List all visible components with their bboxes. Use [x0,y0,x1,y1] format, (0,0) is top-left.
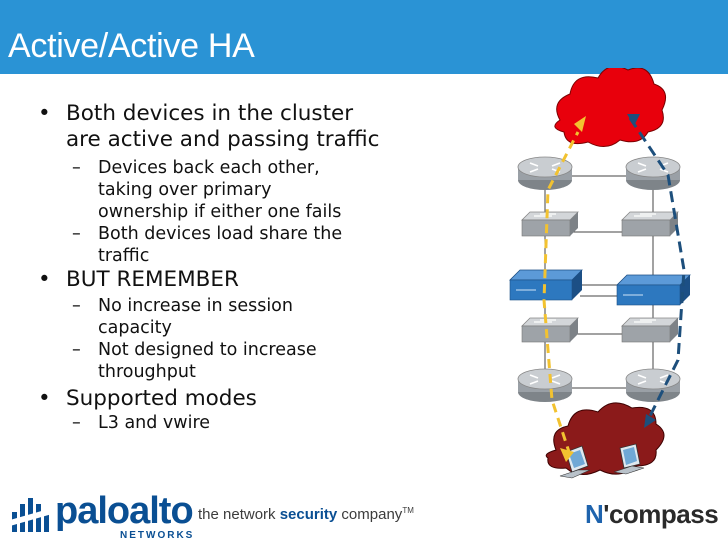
trademark-mark: TM [402,506,414,515]
switch-upper-right [621,211,679,237]
bullet-line: BUT REMEMBER [66,267,239,292]
traffic-arrow-right-top [627,114,640,126]
bullet-marker: • [38,101,51,126]
ncompass-n: N [585,499,604,529]
bullet-line: are active and passing traffic [66,127,380,152]
traffic-path-right [628,117,686,421]
bullet-line: traffic [98,246,150,266]
footer-bar: paloalto NETWORKS the network security c… [0,486,728,546]
bullet-line: throughput [98,362,196,382]
internet-cloud [554,68,667,147]
sub-bullet-item: –L3 and vwire [36,412,396,434]
router-bottom-right [625,368,681,402]
bullet-line: Both devices in the cluster [66,101,354,126]
bullet-line: taking over primary [98,180,272,200]
ncompass-rest: 'compass [603,499,719,529]
firewall-right [616,274,691,306]
switch-upper-left [521,211,579,237]
dash-marker: – [72,340,81,360]
dash-marker: – [72,224,81,244]
dash-marker: – [72,413,81,433]
sub-bullet-item: –Devices back each other,taking over pri… [36,157,396,223]
tagline-post: company [337,506,403,523]
ha-network-diagram [509,68,691,479]
bullet-marker: • [38,386,51,411]
bullet-item: • BUT REMEMBER [36,267,396,293]
bullet-line: Not designed to increase [98,340,317,360]
bullet-item: • Supported modes [36,386,396,412]
traffic-arrow-left-bottom [560,448,574,462]
paloalto-networks-label: NETWORKS [120,530,195,541]
bullet-line: capacity [98,318,172,338]
paloalto-logo-mark [10,498,52,532]
traffic-arrow-right-bottom [644,414,656,428]
dash-marker: – [72,158,81,178]
bullet-line: Devices back each other, [98,158,320,178]
router-bottom-left [517,368,573,402]
bullet-line: Both devices load share the [98,224,343,244]
traffic-arrow-left-top [574,116,586,132]
tagline-pre: the network [198,506,280,523]
title-bar: Active/Active HA [0,0,728,74]
bullet-line: ownership if either one fails [98,202,342,222]
switch-lower-right [621,317,679,343]
switch-lower-left [521,317,579,343]
slide-title: Active/Active HA [8,27,255,65]
paloalto-wordmark: paloalto [55,490,194,532]
bullet-line: No increase in session [98,296,293,316]
dash-marker: – [72,296,81,316]
tagline: the network security companyTM [198,506,414,523]
tagline-highlight: security [279,506,338,523]
bullet-marker: • [38,267,51,292]
bullet-line: L3 and vwire [98,413,211,433]
traffic-path-left [542,131,580,456]
ncompass-logo: N'compass [585,499,719,530]
bullet-line: Supported modes [66,386,257,411]
router-top-right [625,156,681,190]
laptop-icon-right [613,443,645,475]
